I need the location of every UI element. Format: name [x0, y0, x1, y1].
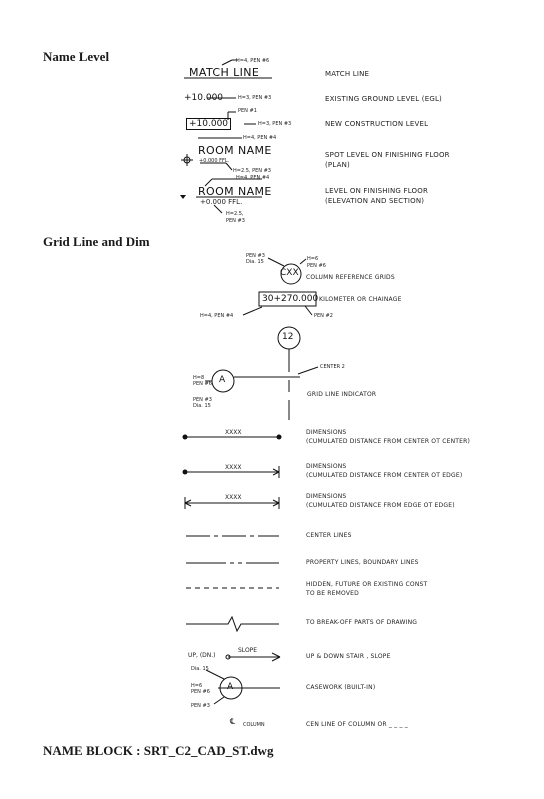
new-construction-note: H=3, PEN #3	[258, 121, 292, 127]
casework-note-h: H=6	[191, 683, 203, 689]
spot-level-value: +0.000 FFL.	[199, 158, 230, 164]
dim-center-edge-label: XXXX	[225, 464, 242, 471]
level-floor-note-top: H=4, PEN #4	[236, 175, 270, 181]
dim-edge-desc-2: (CUMULATED DISTANCE FROM EDGE OT EDGE)	[306, 502, 455, 509]
level-floor-title: ROOM NAME	[198, 185, 272, 198]
hidden-desc-2: TO BE REMOVED	[306, 590, 359, 597]
column-ref-note-left-2: Dia. 15	[246, 259, 264, 265]
level-floor-desc-2: (ELEVATION AND SECTION)	[325, 197, 425, 205]
existing-ground-note: H=3, PEN #3	[238, 95, 272, 101]
new-construction-symbol: +10.000	[186, 118, 232, 130]
grid-top-label: 12	[282, 332, 294, 342]
column-ref-note-left-1: PEN #3	[246, 253, 265, 259]
grid-left-label: A	[219, 375, 226, 385]
grid-note-dia: Dia. 15	[193, 403, 211, 409]
spot-level-note-top: H=4, PEN #4	[243, 135, 277, 141]
dim-center-desc-2: (CUMULATED DISTANCE FROM CENTER OT CENTE…	[306, 438, 471, 445]
centerline-desc: CEN LINE OF COLUMN OR _ _ _ _	[306, 721, 408, 728]
new-construction-desc: NEW CONSTRUCTION LEVEL	[325, 120, 429, 128]
dim-center-desc-1: DIMENSIONS	[306, 429, 347, 436]
spot-level-title: ROOM NAME	[198, 144, 272, 157]
centerline-column-label: COLUMN	[243, 722, 265, 728]
column-ref-label: CXX	[280, 268, 299, 278]
center-lines-desc: CENTER LINES	[306, 532, 352, 539]
section-header-grid-line: Grid Line and Dim	[43, 234, 150, 249]
level-floor-desc-1: LEVEL ON FINISHING FLOOR	[325, 187, 429, 195]
grid-note-pen: PEN #6	[193, 381, 212, 387]
spot-level-desc-1: SPOT LEVEL ON FINISHING FLOOR	[325, 151, 450, 159]
grid-note-pen2: PEN #3	[193, 397, 212, 403]
dim-center-edge-desc-2: (CUMULATED DISTANCE FROM CENTER OT EDGE)	[306, 472, 463, 479]
existing-ground-desc: EXISTING GROUND LEVEL (EGL)	[325, 95, 442, 103]
kilometer-note-left: H=4, PEN #4	[200, 313, 234, 319]
dim-center-edge-desc-1: DIMENSIONS	[306, 463, 347, 470]
level-floor-value: +0.000 FFL.	[200, 198, 243, 206]
dim-edge-label: XXXX	[225, 494, 242, 501]
match-line-symbol: MATCH LINE	[189, 66, 260, 79]
match-line-desc: MATCH LINE	[325, 70, 370, 78]
casework-note-pen: PEN #6	[191, 689, 210, 695]
casework-desc: CASEWORK (BUILT-IN)	[306, 684, 376, 691]
column-ref-note-right-2: PEN #6	[307, 263, 326, 269]
kilometer-label: 30+270.000	[262, 294, 319, 304]
casework-note-pen2: PEN #3	[191, 703, 210, 709]
stair-desc: UP & DOWN STAIR , SLOPE	[306, 653, 391, 660]
level-floor-note-bottom-1: H=2.5,	[226, 211, 244, 217]
dim-center-label: XXXX	[225, 429, 242, 436]
kilometer-note-right: PEN #2	[314, 313, 333, 319]
new-construction-pen-note: PEN #1	[238, 108, 257, 114]
stair-label: UP, (DN.)	[188, 652, 216, 659]
dim-edge-desc-1: DIMENSIONS	[306, 493, 347, 500]
grid-note-h: H=8	[193, 375, 205, 381]
name-block-caption: NAME BLOCK : SRT_C2_CAD_ST.dwg	[43, 743, 274, 758]
spot-level-note-bottom: H=2.5, PEN #3	[233, 168, 271, 174]
property-lines-desc: PROPERTY LINES, BOUNDARY LINES	[306, 559, 419, 566]
casework-note-dia: Dia. 15	[191, 666, 209, 672]
centerline-symbol: ℄	[230, 717, 236, 726]
hidden-desc-1: HIDDEN, FUTURE OR EXISTING CONST	[306, 581, 428, 588]
existing-ground-symbol: +10.000	[184, 93, 224, 103]
level-floor-note-bottom-2: PEN #3	[226, 218, 245, 224]
stair-slope-label: SLOPE	[238, 647, 258, 654]
casework-label: A	[227, 682, 234, 692]
match-line-note: H=4, PEN #6	[236, 58, 270, 64]
column-ref-desc: COLUMN REFERENCE GRIDS	[306, 274, 395, 281]
break-desc: TO BREAK-OFF PARTS OF DRAWING	[306, 619, 418, 626]
grid-center-note: CENTER 2	[320, 364, 345, 370]
spot-level-desc-2: (PLAN)	[325, 161, 350, 169]
grid-indicator-desc: GRID LINE INDICATOR	[307, 391, 377, 398]
kilometer-desc: KILOMETER OR CHAINAGE	[319, 296, 402, 303]
section-header-name-level: Name Level	[43, 49, 110, 64]
column-ref-note-right-1: H=6	[307, 256, 319, 262]
